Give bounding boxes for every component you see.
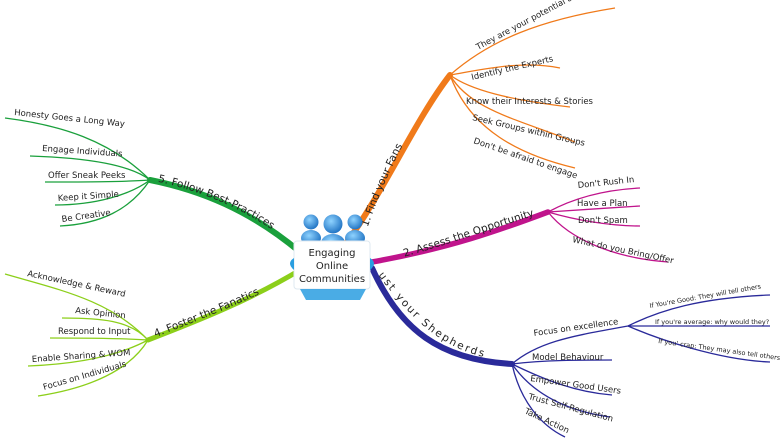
branch-opportunity-main-line — [369, 209, 551, 265]
fans-leaf-3: Know their Interests & Stories — [466, 97, 594, 107]
fans-leaf-line-3 — [449, 74, 571, 108]
branch-fans-title: 1. Find your Fans — [359, 141, 405, 228]
fans-leaf-2: Identify the Experts — [470, 54, 554, 83]
center-line-1: Engaging — [309, 248, 356, 259]
center-node: Engaging Online Communities — [290, 214, 374, 300]
opp-leaf-line-2 — [547, 205, 641, 213]
center-figure-base — [300, 289, 366, 300]
fanatics-leaf-line-3 — [49, 337, 149, 341]
shep-sub-3: If you' crap: They may also tell others! — [658, 337, 780, 362]
branch-foster-fanatics: 4. Foster the Fanatics Acknowledge & Rew… — [4, 267, 303, 397]
center-figure-left — [290, 258, 294, 270]
branch-find-your-fans: 1. Find your Fans They are your potentia… — [342, 0, 616, 248]
shep-leaf-line-1 — [511, 325, 629, 365]
fanatics-leaf-line-2 — [61, 317, 149, 341]
fans-leaf-line-1 — [449, 7, 616, 76]
opp-leaf-line-4 — [547, 211, 669, 263]
shep-sub-2: If you're average: why would they? — [655, 318, 769, 326]
branch-fanatics-title: 4. Foster the Fanatics — [152, 286, 261, 340]
fans-leaf-line-5 — [449, 74, 576, 169]
shep-leaf-line-5 — [511, 363, 566, 438]
opp-leaf-2: Have a Plan — [577, 199, 628, 209]
practices-leaf-4: Keep it Simple — [58, 190, 120, 204]
center-figure-right — [370, 258, 374, 270]
branch-opportunity-title: 2. Assess the Opportunity — [402, 207, 535, 259]
practices-leaf-line-4 — [54, 179, 151, 206]
branch-practices-title: 5. Follow Best-Practices — [157, 173, 277, 232]
fanatics-leaf-line-1 — [4, 273, 149, 341]
center-line-3: Communities — [299, 274, 365, 285]
opp-leaf-3: Don't Spam — [578, 216, 628, 226]
shep-leaf-line-2 — [511, 359, 613, 365]
practices-leaf-line-3 — [44, 179, 151, 183]
center-line-2: Online — [316, 261, 348, 272]
fanatics-leaf-line-4 — [27, 339, 149, 367]
branch-practices-main-line — [147, 177, 303, 255]
practices-leaf-1: Honesty Goes a Long Way — [14, 108, 126, 130]
practices-leaf-line-5 — [59, 179, 151, 227]
shep-leaf-3: Empower Good Users — [530, 374, 623, 397]
opp-leaf-line-3 — [547, 211, 641, 227]
branch-fanatics-main-line — [145, 267, 303, 343]
shep-leaf-line-4 — [511, 363, 611, 418]
branch-follow-best-practices: 5. Follow Best-Practices Honesty Goes a … — [4, 108, 303, 255]
shep-leaf-2: Model Behaviour — [532, 353, 604, 363]
opp-leaf-4: What do you Bring/Offer — [571, 235, 675, 266]
fans-leaf-line-4 — [449, 74, 576, 143]
shep-sub-line-3 — [627, 325, 771, 363]
branch-shepherds-title: ust your Shepherds — [376, 270, 488, 361]
branch-assess-opportunity: 2. Assess the Opportunity Don't Rush In … — [369, 175, 675, 267]
practices-leaf-3: Offer Sneak Peeks — [48, 171, 126, 181]
fans-leaf-line-2 — [449, 64, 561, 76]
branch-shepherds-main-line — [369, 265, 515, 367]
fanatics-leaf-3: Respond to Input — [58, 327, 131, 337]
practices-leaf-line-1 — [4, 117, 151, 181]
opp-leaf-line-1 — [547, 187, 641, 213]
shep-sub-line-1 — [627, 294, 771, 327]
fanatics-leaf-line-5 — [37, 339, 149, 397]
shep-leaf-line-3 — [511, 363, 613, 396]
branch-trust-shepherds: ust your Shepherds Focus on excellence M… — [369, 265, 780, 438]
practices-leaf-line-2 — [29, 155, 151, 181]
